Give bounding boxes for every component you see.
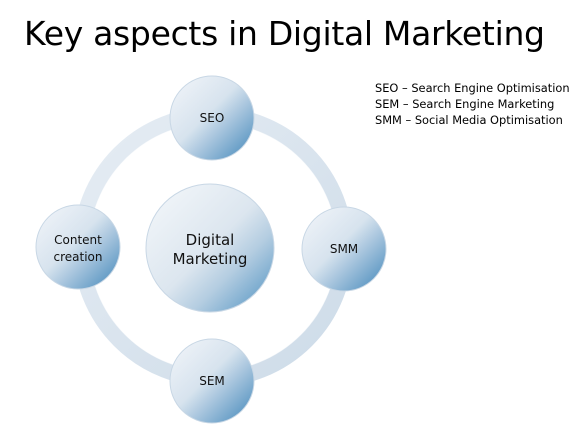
legend-item-seo: SEO – Search Engine Optimisation	[375, 81, 570, 95]
node-smm: SMM	[301, 206, 387, 292]
center-label-line2: Marketing	[173, 250, 248, 268]
node-sem-label: SEM	[199, 374, 225, 388]
abbreviation-legend: SEO – Search Engine Optimisation SEM – S…	[375, 80, 570, 128]
node-seo: SEO	[169, 75, 255, 161]
center-node: Digital Marketing	[145, 183, 275, 313]
slide-title: Key aspects in Digital Marketing	[24, 14, 545, 53]
legend-item-smm: SMM – Social Media Optimisation	[375, 113, 563, 127]
legend-item-sem: SEM – Search Engine Marketing	[375, 97, 555, 111]
node-smm-label: SMM	[330, 242, 358, 256]
node-sem: SEM	[169, 338, 255, 424]
center-label-line1: Digital	[186, 231, 235, 249]
node-content-label-line1: Content	[54, 233, 102, 247]
node-seo-label: SEO	[200, 111, 225, 125]
node-content-label-line2: creation	[54, 250, 103, 264]
node-content-creation: Content creation	[35, 204, 121, 290]
